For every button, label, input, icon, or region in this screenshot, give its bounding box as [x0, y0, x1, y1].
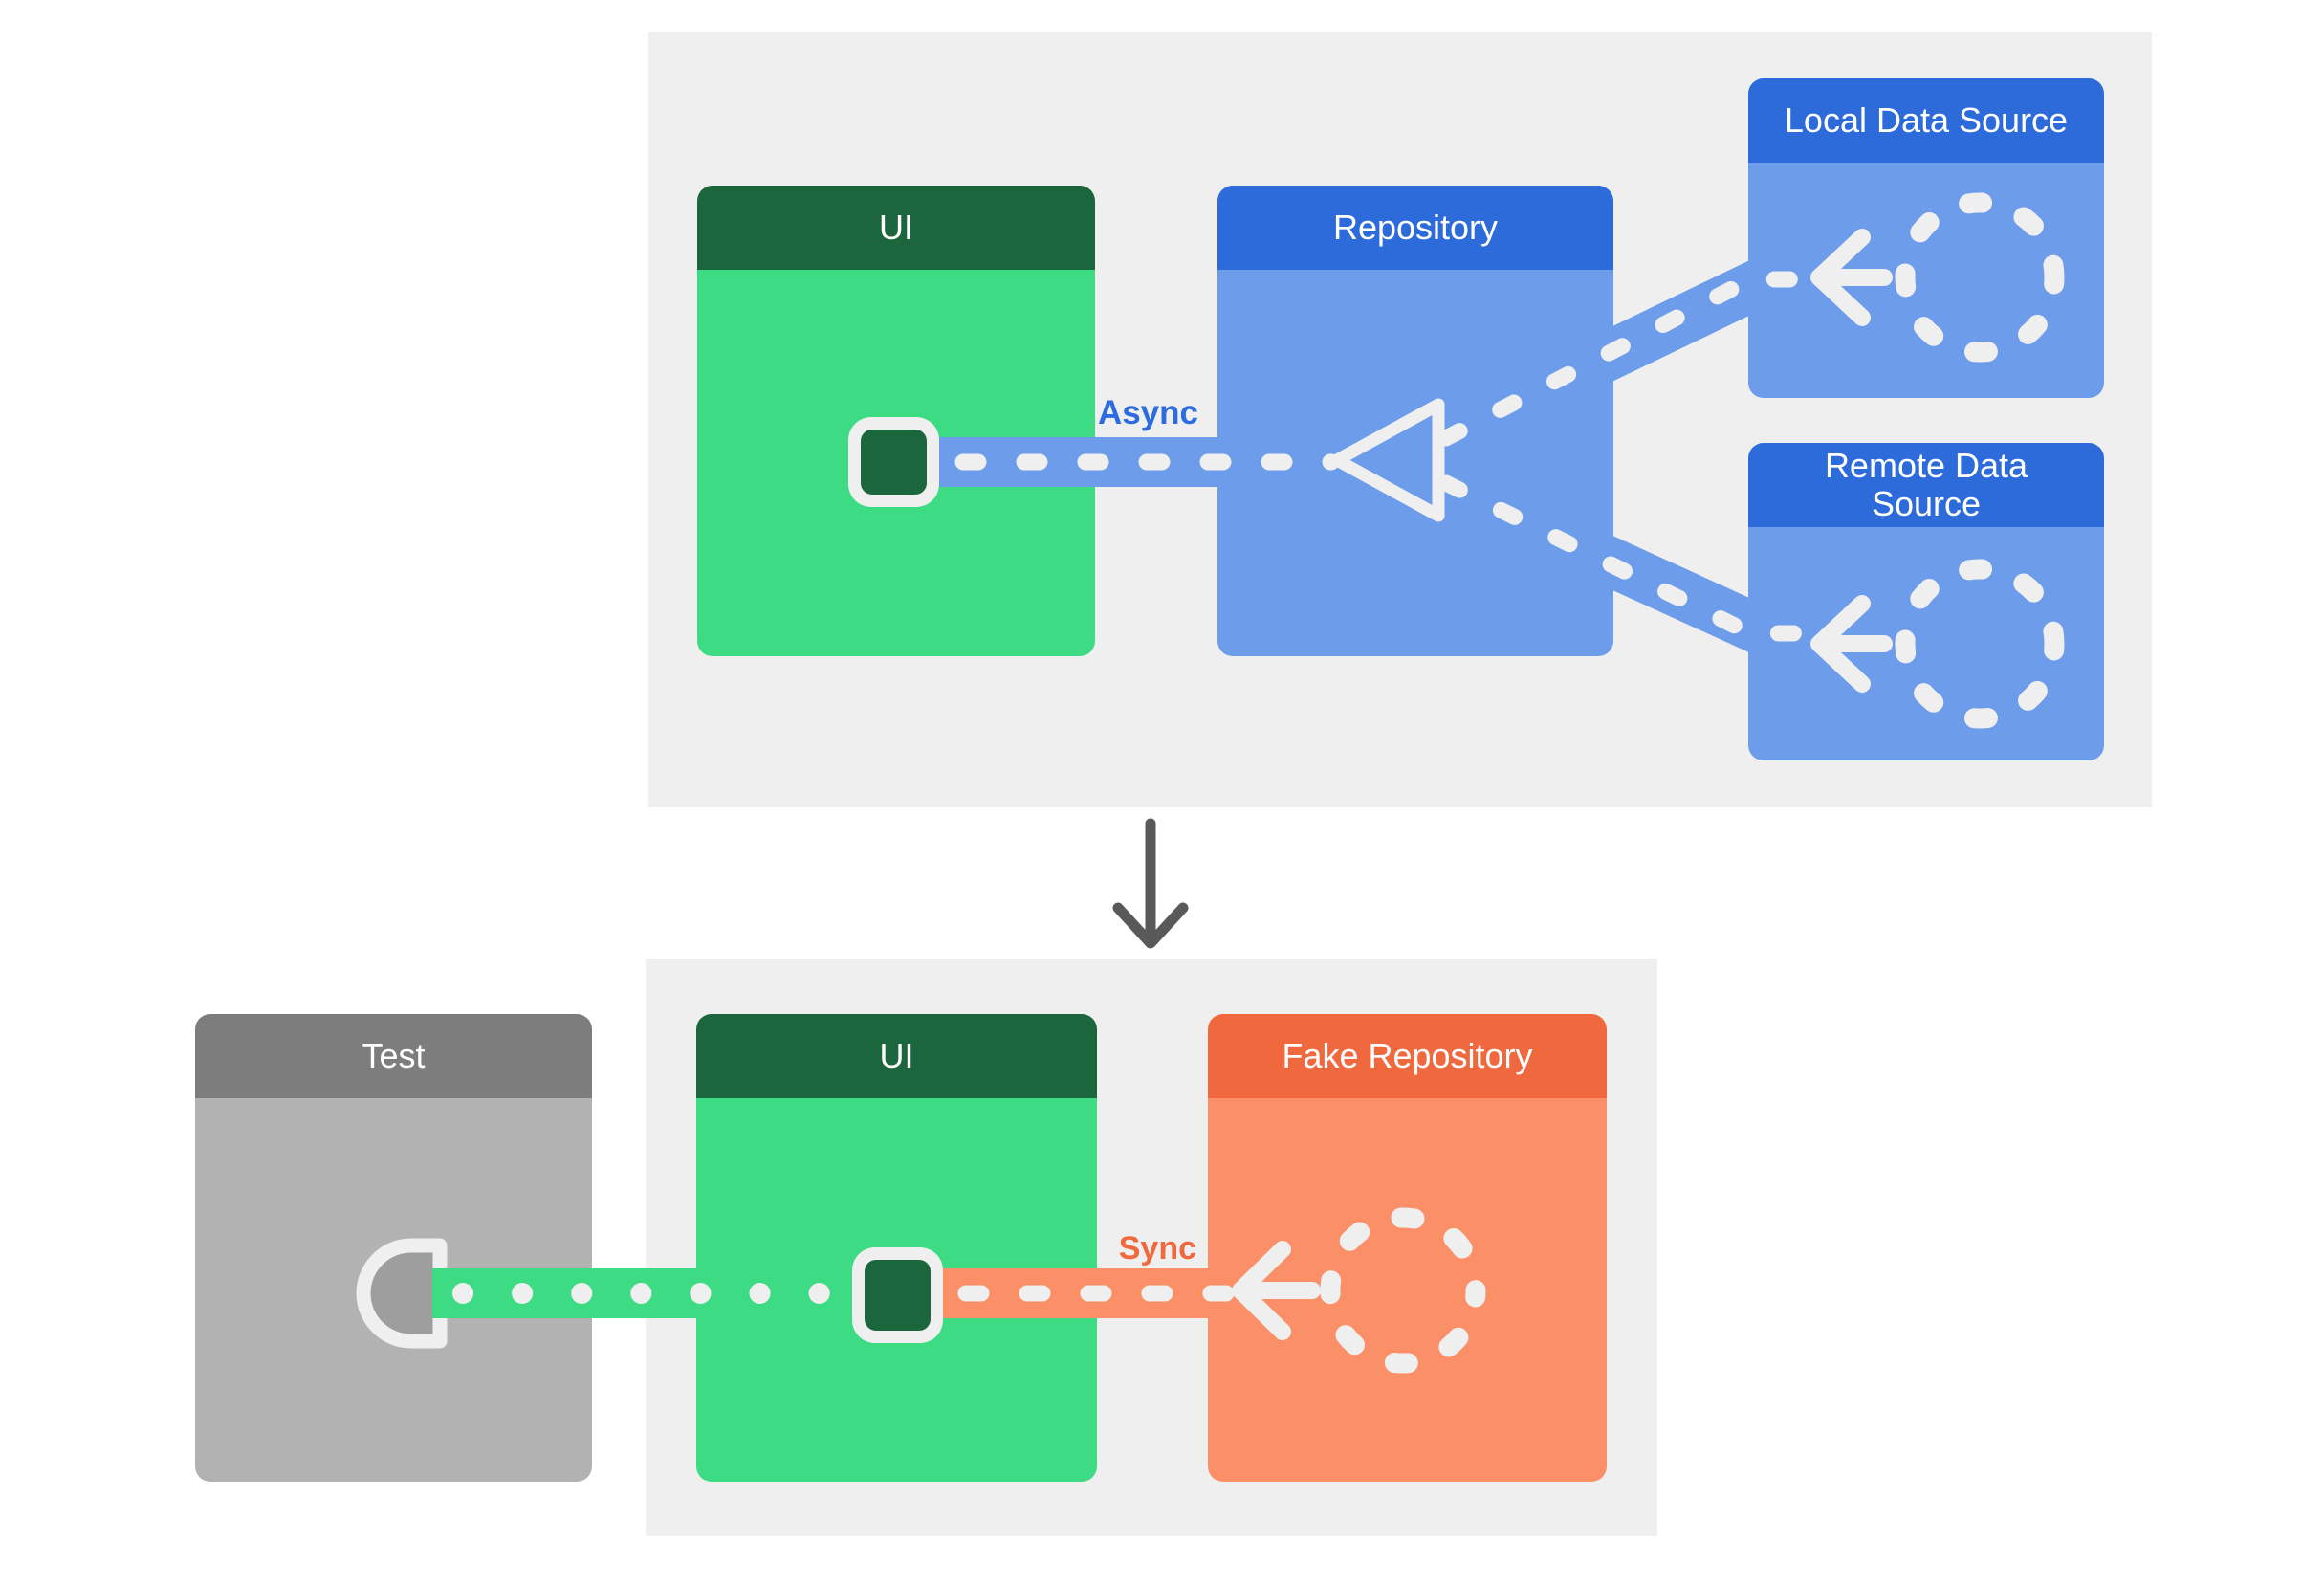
local-data-source-body [1748, 163, 2104, 398]
sync-label: Sync [1118, 1230, 1196, 1267]
repository-box-header: Repository [1217, 186, 1613, 270]
remote-data-source-box: Remote Data Source [1748, 443, 2104, 760]
test-box-body [195, 1098, 592, 1482]
fake-repository-header: Fake Repository [1208, 1014, 1607, 1098]
remote-data-source-title-line2: Source [1871, 484, 1982, 523]
local-data-source-box: Local Data Source [1748, 78, 2104, 398]
local-data-source-header: Local Data Source [1748, 78, 2104, 163]
remote-data-source-title-line1: Remote Data [1824, 446, 2028, 485]
test-box-title: Test [362, 1036, 426, 1075]
ui-box-top-header: UI [697, 186, 1095, 270]
test-box-header: Test [195, 1014, 592, 1098]
repository-box-title: Repository [1332, 208, 1499, 247]
async-label: Async [1097, 394, 1198, 431]
fake-repository-box: Fake Repository [1208, 1014, 1607, 1482]
fake-repository-body [1208, 1098, 1607, 1482]
ui-box-bottom-body [696, 1098, 1097, 1482]
repository-box-body [1217, 270, 1613, 656]
ui-box-top-body [697, 270, 1095, 656]
ui-box-bottom-title: UI [879, 1036, 914, 1075]
ui-box-top-title: UI [879, 208, 913, 247]
local-data-source-title: Local Data Source [1784, 100, 2069, 140]
ui-box-bottom-header: UI [696, 1014, 1097, 1098]
fake-repository-title: Fake Repository [1282, 1036, 1533, 1075]
flow-arrow-down-icon [1112, 818, 1189, 949]
test-box: Test [195, 1014, 592, 1482]
remote-data-source-body [1748, 527, 2104, 760]
repository-box: Repository [1217, 186, 1613, 656]
remote-data-source-header: Remote Data Source [1748, 443, 2104, 527]
